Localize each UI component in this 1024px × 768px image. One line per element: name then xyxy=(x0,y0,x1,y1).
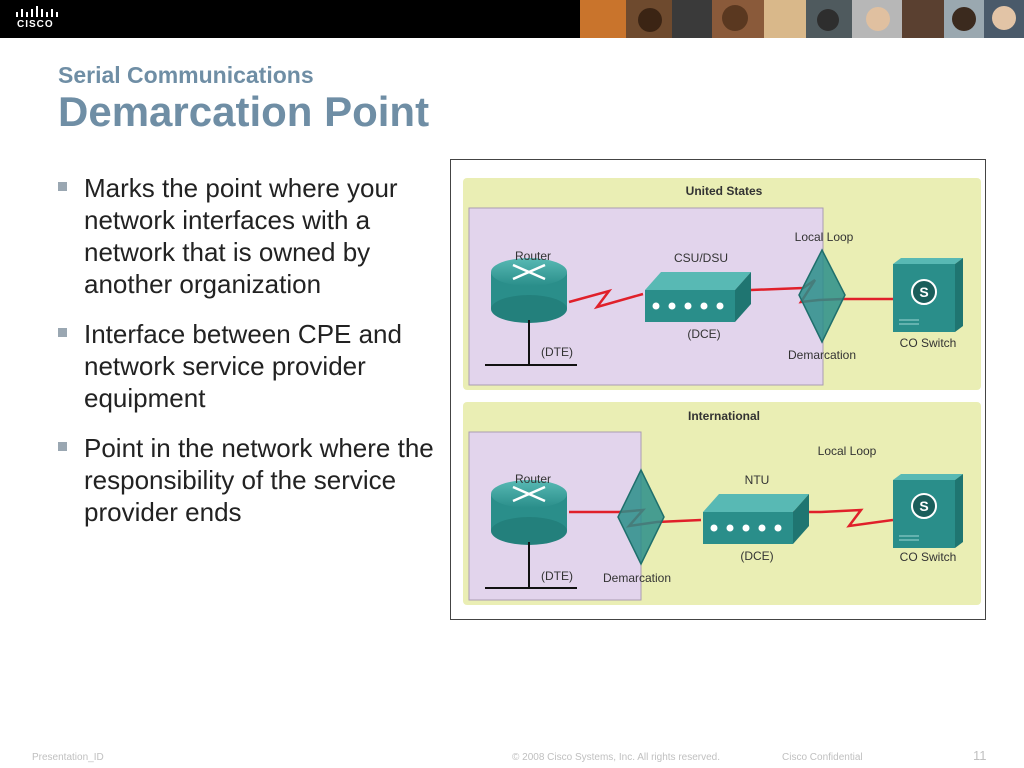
us-csu-dsu-icon xyxy=(645,272,751,322)
intl-local-loop-label: Local Loop xyxy=(818,444,877,458)
intl-demarcation-label: Demarcation xyxy=(603,571,671,585)
intl-dce-label: (DCE) xyxy=(740,549,773,563)
page-number: 11 xyxy=(973,748,987,763)
us-demarcation-icon xyxy=(798,248,846,344)
intl-co-switch-label: CO Switch xyxy=(900,550,957,564)
square-bullet-icon xyxy=(58,182,67,191)
us-csu-label: CSU/DSU xyxy=(674,251,728,265)
slide-title: Demarcation Point xyxy=(58,88,430,135)
cisco-logo-icon xyxy=(16,6,58,17)
intl-ntu-label: NTU xyxy=(745,473,770,487)
bullet-list: Marks the point where your network inter… xyxy=(58,172,443,546)
bullet-text: Point in the network where the responsib… xyxy=(84,433,434,527)
us-demarcation-label: Demarcation xyxy=(788,348,856,362)
square-bullet-icon xyxy=(58,442,67,451)
footer-presentation-id: Presentation_ID xyxy=(32,752,104,763)
bullet-text: Interface between CPE and network servic… xyxy=(84,319,402,413)
intl-demarcation-icon xyxy=(617,468,665,566)
us-router-label: Router xyxy=(515,249,551,263)
us-local-loop-label: Local Loop xyxy=(795,230,854,244)
bullet-text: Marks the point where your network inter… xyxy=(84,173,398,299)
intl-switch-glyph: S xyxy=(919,498,928,514)
bullet-item: Marks the point where your network inter… xyxy=(58,172,443,300)
us-router-icon xyxy=(491,258,567,323)
us-co-switch-label: CO Switch xyxy=(900,336,957,350)
intl-router-label: Router xyxy=(515,472,551,486)
intl-router-icon xyxy=(491,480,567,545)
square-bullet-icon xyxy=(58,328,67,337)
footer-copyright: © 2008 Cisco Systems, Inc. All rights re… xyxy=(512,752,721,763)
bullet-item: Point in the network where the responsib… xyxy=(58,432,443,528)
bullet-item: Interface between CPE and network servic… xyxy=(58,318,443,414)
us-switch-glyph: S xyxy=(919,284,928,300)
us-dte-label: (DTE) xyxy=(541,345,573,359)
intl-dte-label: (DTE) xyxy=(541,569,573,583)
us-co-switch-icon: S xyxy=(893,258,963,332)
logo-text: CISCO xyxy=(17,19,54,30)
header-bar: CISCO xyxy=(0,0,1024,38)
us-dce-label: (DCE) xyxy=(687,327,720,341)
intl-heading: International xyxy=(688,409,760,423)
demarcation-diagram: United States Router (DTE) xyxy=(450,159,986,620)
us-heading: United States xyxy=(686,184,763,198)
photo-strip-image xyxy=(580,0,1024,38)
footer-confidential: Cisco Confidential xyxy=(782,752,863,763)
slide-subtitle: Serial Communications xyxy=(58,62,314,88)
intl-ntu-icon xyxy=(703,494,809,544)
intl-co-switch-icon: S xyxy=(893,474,963,548)
